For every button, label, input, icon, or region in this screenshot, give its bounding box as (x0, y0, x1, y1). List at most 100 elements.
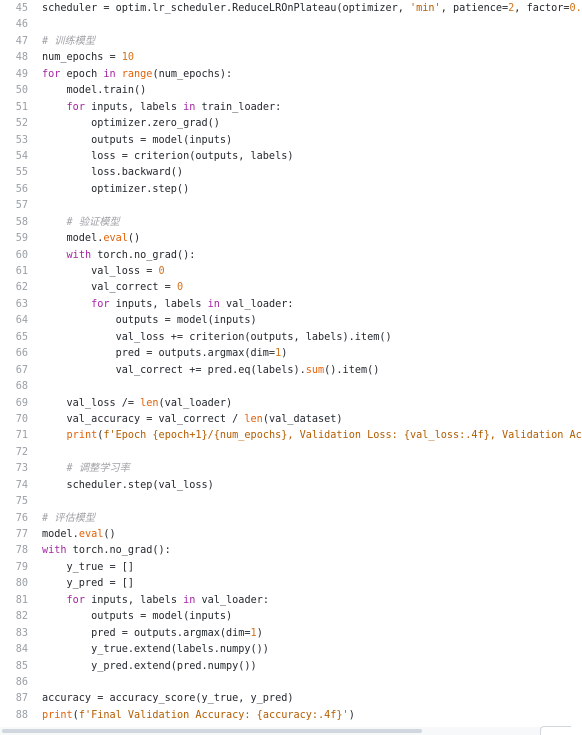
code-token: torch.no_grad(): (91, 249, 196, 261)
code-token: 1 (250, 627, 257, 639)
line-number: 77 (15, 529, 28, 540)
code-token: for (42, 68, 61, 80)
code-token: for (66, 101, 85, 113)
horizontal-scrollbar[interactable] (0, 727, 571, 735)
line-number: 52 (15, 118, 28, 130)
code-line: 48 num_epochs = 10 (0, 50, 571, 66)
code-line: 56 optimizer.step() (0, 182, 571, 198)
code-line: 82 outputs = model(inputs) (0, 609, 571, 625)
code-token: val_loader: (219, 298, 294, 310)
code-token: scheduler = optim.lr_scheduler.ReduceLRO… (42, 3, 411, 14)
code-token (42, 463, 67, 474)
code-line: 87 accuracy = accuracy_score(y_true, y_pr… (0, 691, 571, 707)
line-number: 87 (15, 693, 28, 705)
code-token: f'Final Validation Accuracy: {accuracy:.… (78, 709, 349, 721)
code-line: 70 val_accuracy = val_correct / len(val_… (0, 412, 571, 428)
line-text: for epoch in range(num_epochs): (42, 67, 232, 83)
code-token: model.train() (42, 85, 147, 97)
line-number: 75 (15, 496, 28, 508)
line-number: 54 (15, 150, 28, 162)
line-number: 78 (15, 545, 28, 557)
code-token: y_true.extend(labels.numpy()) (42, 644, 269, 656)
code-token: scheduler.step(val_loss) (42, 479, 214, 491)
line-number: 80 (15, 578, 28, 590)
code-line: 52 optimizer.zero_grad() (0, 116, 571, 132)
line-number: 60 (15, 249, 28, 261)
code-token: (num_epochs): (152, 68, 233, 80)
line-number: 86 (15, 676, 28, 688)
code-token: eval (78, 529, 104, 540)
code-token: () (127, 233, 141, 245)
line-text: accuracy = accuracy_score(y_true, y_pred… (42, 691, 293, 707)
code-line: 60 with torch.no_grad(): (0, 248, 571, 264)
code-token: outputs = model(inputs) (42, 611, 233, 623)
line-number: 48 (15, 52, 28, 64)
code-token: train_loader: (195, 101, 282, 113)
code-token (42, 217, 67, 228)
line-text: val_loss /= len(val_loader) (42, 396, 233, 412)
code-token: 0 (176, 282, 184, 294)
scrollbar-thumb[interactable] (2, 729, 422, 733)
code-token: epoch (60, 68, 104, 80)
code-token: with (66, 249, 92, 261)
line-number: 73 (15, 463, 28, 475)
code-line: 46 (0, 17, 571, 33)
code-token: eval (103, 233, 128, 245)
code-token: num_epochs = (42, 52, 122, 64)
code-line: 69 val_loss /= len(val_loader) (0, 396, 571, 412)
code-line: 71 print(f'Epoch {epoch+1}/{num_epochs},… (0, 428, 582, 444)
code-line: 53 outputs = model(inputs) (0, 133, 571, 149)
code-token: val_loader: (195, 594, 269, 606)
code-line: 65 val_loss += criterion(outputs, labels… (0, 330, 571, 346)
code-token: val_correct = (42, 282, 177, 294)
code-token: ) (348, 709, 355, 721)
line-text: for inputs, labels in val_loader: (42, 593, 269, 609)
line-number: 74 (15, 479, 28, 491)
line-number: 68 (15, 381, 28, 393)
line-text: # 评估模型 (42, 511, 95, 527)
code-token: outputs = model(inputs) (42, 315, 257, 327)
code-line: 86 (0, 675, 571, 691)
line-text: y_pred.extend(pred.numpy()) (42, 659, 257, 675)
code-token: model. (42, 233, 104, 245)
code-line: 58 # 验证模型 (0, 215, 571, 231)
line-text: loss.backward() (42, 165, 183, 181)
code-token: len (140, 397, 159, 409)
code-token: 10 (121, 52, 135, 64)
code-token: in (103, 68, 116, 80)
code-token: () (103, 529, 116, 540)
code-token: # 验证模型 (66, 216, 120, 228)
code-token: 1 (275, 348, 282, 360)
line-number: 65 (15, 331, 28, 343)
line-text: # 训练模型 (42, 34, 95, 50)
line-text: outputs = model(inputs) (42, 609, 232, 625)
code-token: val_loss = (42, 266, 159, 277)
code-line: 50 model.train() (0, 83, 571, 99)
line-number: 59 (15, 233, 28, 245)
line-number: 81 (15, 594, 28, 606)
code-token: # 调整学习率 (66, 463, 130, 475)
line-text: loss = criterion(outputs, labels) (42, 149, 293, 165)
code-token: loss = criterion(outputs, labels) (42, 150, 294, 162)
line-number: 61 (15, 266, 28, 277)
line-number: 79 (15, 561, 28, 573)
code-token: pred = outputs.argmax(dim= (42, 348, 276, 360)
code-token: 'min' (410, 3, 441, 14)
code-token: y_pred.extend(pred.numpy()) (42, 660, 257, 672)
code-token: ( (97, 430, 104, 442)
line-number: 50 (15, 85, 28, 97)
line-number: 56 (15, 183, 28, 195)
code-token: ) (256, 627, 263, 639)
line-number: 62 (15, 282, 28, 294)
code-token: inputs, labels (109, 298, 208, 310)
line-number: 63 (15, 298, 28, 310)
code-token: outputs = model(inputs) (42, 134, 233, 146)
line-text: model.eval() (42, 231, 141, 247)
line-number: 51 (15, 101, 28, 113)
line-number: 64 (15, 315, 28, 327)
code-token: len (244, 413, 263, 425)
code-line: 64 outputs = model(inputs) (0, 313, 571, 329)
